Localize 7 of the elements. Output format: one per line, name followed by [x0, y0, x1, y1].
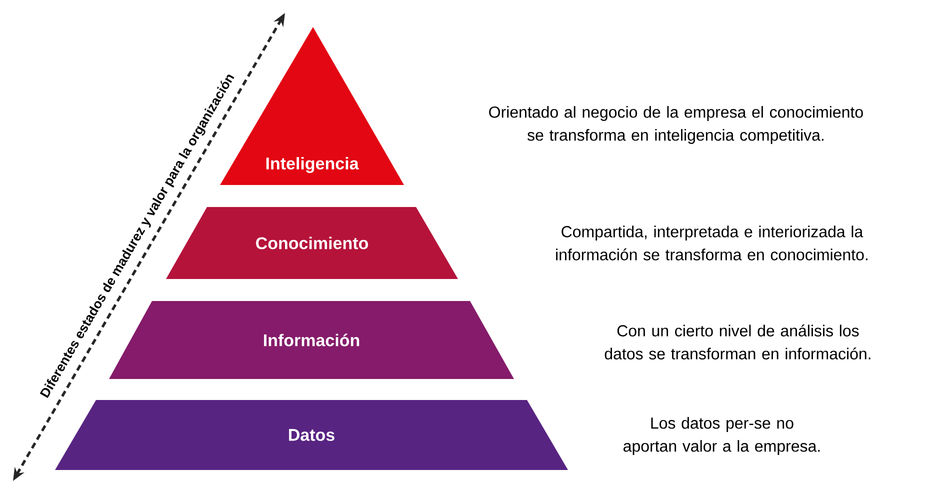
- description-text: Orientado al negocio de la empresa el conocimiento se transforma en inteligencia competitiva.: [489, 106, 863, 144]
- pyramid-level: Información: [109, 301, 514, 379]
- pyramid-level: Conocimiento: [166, 207, 458, 279]
- description-text: Con un cierto nivel de análisis los datos se transforman en información.: [604, 324, 870, 360]
- description-text: Los datos per-se no aportan valor a la empresa.: [624, 417, 820, 455]
- pyramid-level: Datos: [55, 400, 568, 470]
- description-text: Compartida, interpretada e interiorizada la información se transforma en conocimiento.: [556, 226, 868, 260]
